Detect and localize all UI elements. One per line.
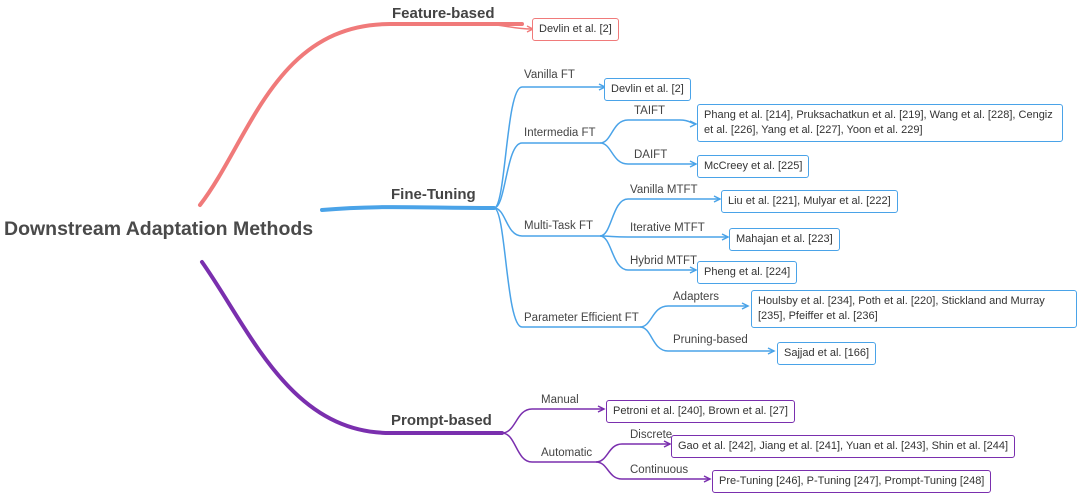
feature-based-to-ref-link <box>479 23 533 30</box>
multi-task-ft-to-iterative-mtft-link <box>599 235 728 238</box>
prompt-based-label: Prompt-based <box>391 412 492 429</box>
daift-label: DAIFT <box>634 149 668 161</box>
prompt-branch-links <box>200 260 712 483</box>
arrowhead <box>689 120 698 128</box>
root-to-feature-based-link <box>198 22 524 207</box>
arrowhead <box>689 160 698 168</box>
iterative-mtft-refs: Mahajan et al. [223] <box>729 228 840 251</box>
multi-task-ft-to-hybrid-mtft-link <box>599 235 696 271</box>
root-title: Downstream Adaptation Methods <box>4 218 314 240</box>
intermedia-ft-label: Intermedia FT <box>524 127 596 139</box>
root-to-prompt-based-link <box>200 260 504 435</box>
arrowhead <box>703 475 712 483</box>
prompt-based-to-manual-link <box>501 408 604 434</box>
vanilla-mtft-refs: Liu et al. [221], Mulyar et al. [222] <box>721 190 898 213</box>
adapters-label: Adapters <box>673 291 720 303</box>
daift-refs: McCreey et al. [225] <box>697 155 810 178</box>
fine-tuning-label: Fine-Tuning <box>391 186 476 203</box>
adapters-refs: Houlsby et al. [234], Poth et al. [220],… <box>751 290 1077 328</box>
arrowhead <box>689 266 698 274</box>
continuous-refs: Pre-Tuning [246], P-Tuning [247], Prompt… <box>712 470 992 493</box>
feature-based-label: Feature-based <box>392 5 495 22</box>
intermedia-ft-to-taift-link <box>599 119 697 144</box>
pruning-based-refs: Sajjad et al. [166] <box>777 342 877 365</box>
fine-tuning-to-vanilla-ft-link <box>493 86 600 209</box>
feature-branch-links <box>198 22 535 207</box>
root-to-fine-tuning-link <box>320 205 496 212</box>
multi-task-ft-label: Multi-Task FT <box>524 220 593 232</box>
automatic-to-discrete-link <box>595 443 670 463</box>
discrete-refs: Gao et al. [242], Jiang et al. [241], Yu… <box>671 435 1016 458</box>
prompt-based-to-automatic-link <box>501 432 596 463</box>
parameter-efficient-ft-label: Parameter Efficient FT <box>524 312 639 324</box>
arrowhead <box>597 405 606 413</box>
fine-tuning-branch-links <box>320 83 776 355</box>
hybrid-mtft-refs: Pheng et al. [224] <box>697 261 798 284</box>
taift-label: TAIFT <box>634 105 666 117</box>
manual-label: Manual <box>541 394 579 406</box>
feature-based-refs: Devlin et al. [2] <box>532 18 619 41</box>
arrowhead <box>767 347 776 355</box>
automatic-to-continuous-link <box>595 461 710 480</box>
iterative-mtft-label: Iterative MTFT <box>630 222 705 234</box>
vanilla-ft-label: Vanilla FT <box>524 69 575 81</box>
vanilla-ft-refs: Devlin et al. [2] <box>604 78 691 101</box>
fine-tuning-to-intermedia-ft-link <box>493 142 600 209</box>
arrowhead <box>663 440 672 448</box>
multi-task-ft-to-vanilla-mtft-link <box>599 198 720 237</box>
fine-tuning-to-multi-task-ft-link <box>493 207 600 237</box>
continuous-label: Continuous <box>630 464 689 476</box>
discrete-label: Discrete <box>630 429 673 441</box>
arrowhead <box>721 233 730 241</box>
fine-tuning-to-parameter-efficient-ft-link <box>493 207 640 328</box>
manual-refs: Petroni et al. [240], Brown et al. [27] <box>606 400 795 423</box>
arrowhead <box>713 195 722 203</box>
hybrid-mtft-label: Hybrid MTFT <box>630 255 698 267</box>
parameter-efficient-ft-to-pruning-based-link <box>639 326 774 352</box>
parameter-efficient-ft-to-adapters-link <box>639 305 748 328</box>
vanilla-mtft-label: Vanilla MTFT <box>630 184 698 196</box>
arrowhead <box>741 302 750 310</box>
pruning-based-label: Pruning-based <box>673 334 748 346</box>
taift-refs: Phang et al. [214], Pruksachatkun et al.… <box>697 104 1063 142</box>
automatic-label: Automatic <box>541 447 593 459</box>
intermedia-ft-to-daift-link <box>599 142 696 165</box>
